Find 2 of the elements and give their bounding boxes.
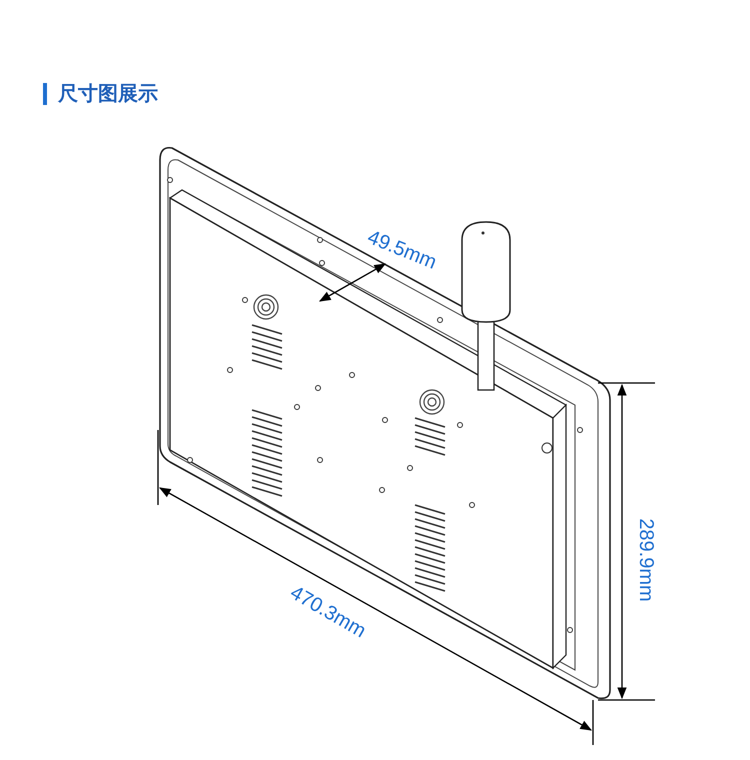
title: 尺寸图展示 <box>58 82 158 107</box>
dimension-label: 289.9mm <box>634 518 658 602</box>
